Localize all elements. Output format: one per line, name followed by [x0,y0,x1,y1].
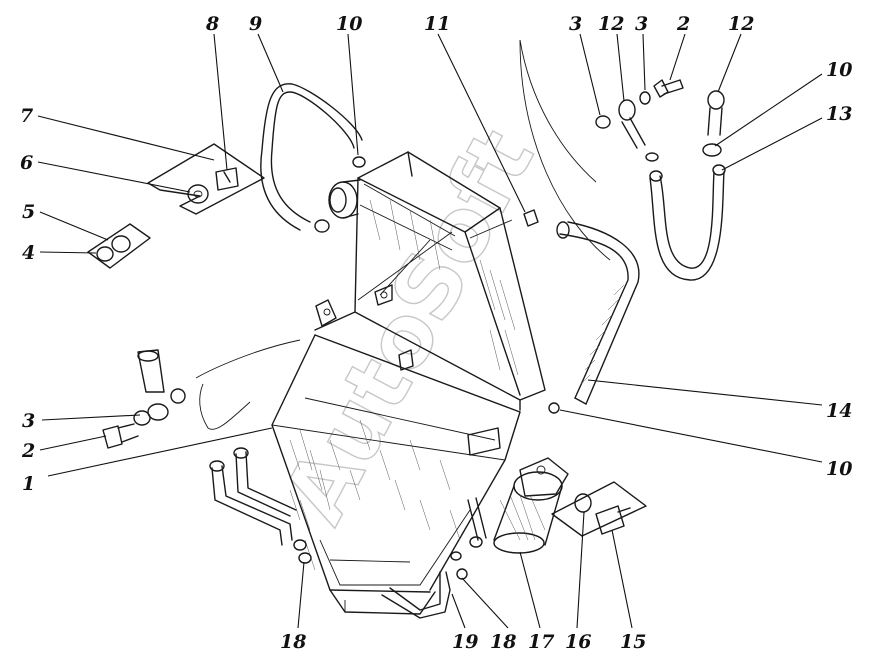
callout-15: 15 [620,631,646,653]
callout-8: 8 [205,13,219,35]
callout-18-bottom-left: 18 [280,631,306,653]
callout-9: 9 [249,13,262,35]
callout-2-left: 2 [21,440,35,462]
fasteners [87,79,722,580]
callout-1: 1 [22,473,35,495]
callout-18-bottom-right: 18 [490,631,516,653]
hose-13 [649,164,726,281]
callout-11: 11 [424,13,450,35]
callout-14: 14 [826,400,852,422]
section-line-left [195,339,301,379]
callout-10-top: 10 [336,13,362,35]
leader-lines [37,33,823,629]
hose-9 [260,83,363,233]
oil-filter [493,457,569,554]
callout-6: 6 [20,152,33,174]
callout-7: 7 [20,105,33,127]
callout-19: 19 [452,631,478,653]
oil-tank [271,151,546,615]
hose-14 [556,221,640,405]
callout-3-left: 3 [22,410,35,432]
callout-17: 17 [528,631,554,653]
callout-labels: 1 2 3 4 5 6 7 8 9 10 11 3 12 3 2 12 10 1… [20,13,852,653]
callout-12-top-b: 12 [728,13,754,35]
callout-10-right-bottom: 10 [826,458,852,480]
callout-13: 13 [826,103,852,125]
watermark: AutoSoft [265,114,554,538]
callout-4: 4 [22,242,35,264]
section-arc-upper [519,39,611,261]
callout-3-top-a: 3 [569,13,582,35]
pipes [209,447,487,619]
callout-16: 16 [565,631,591,653]
callout-3-top-b: 3 [635,13,648,35]
callout-5: 5 [22,201,35,223]
section-arc-upper-2 [519,39,597,183]
callout-10-right-top: 10 [826,59,852,81]
callout-2-top: 2 [676,13,690,35]
callout-12-top-a: 12 [598,13,624,35]
section-arc-left [199,383,251,430]
banjo-fittings [618,90,725,162]
